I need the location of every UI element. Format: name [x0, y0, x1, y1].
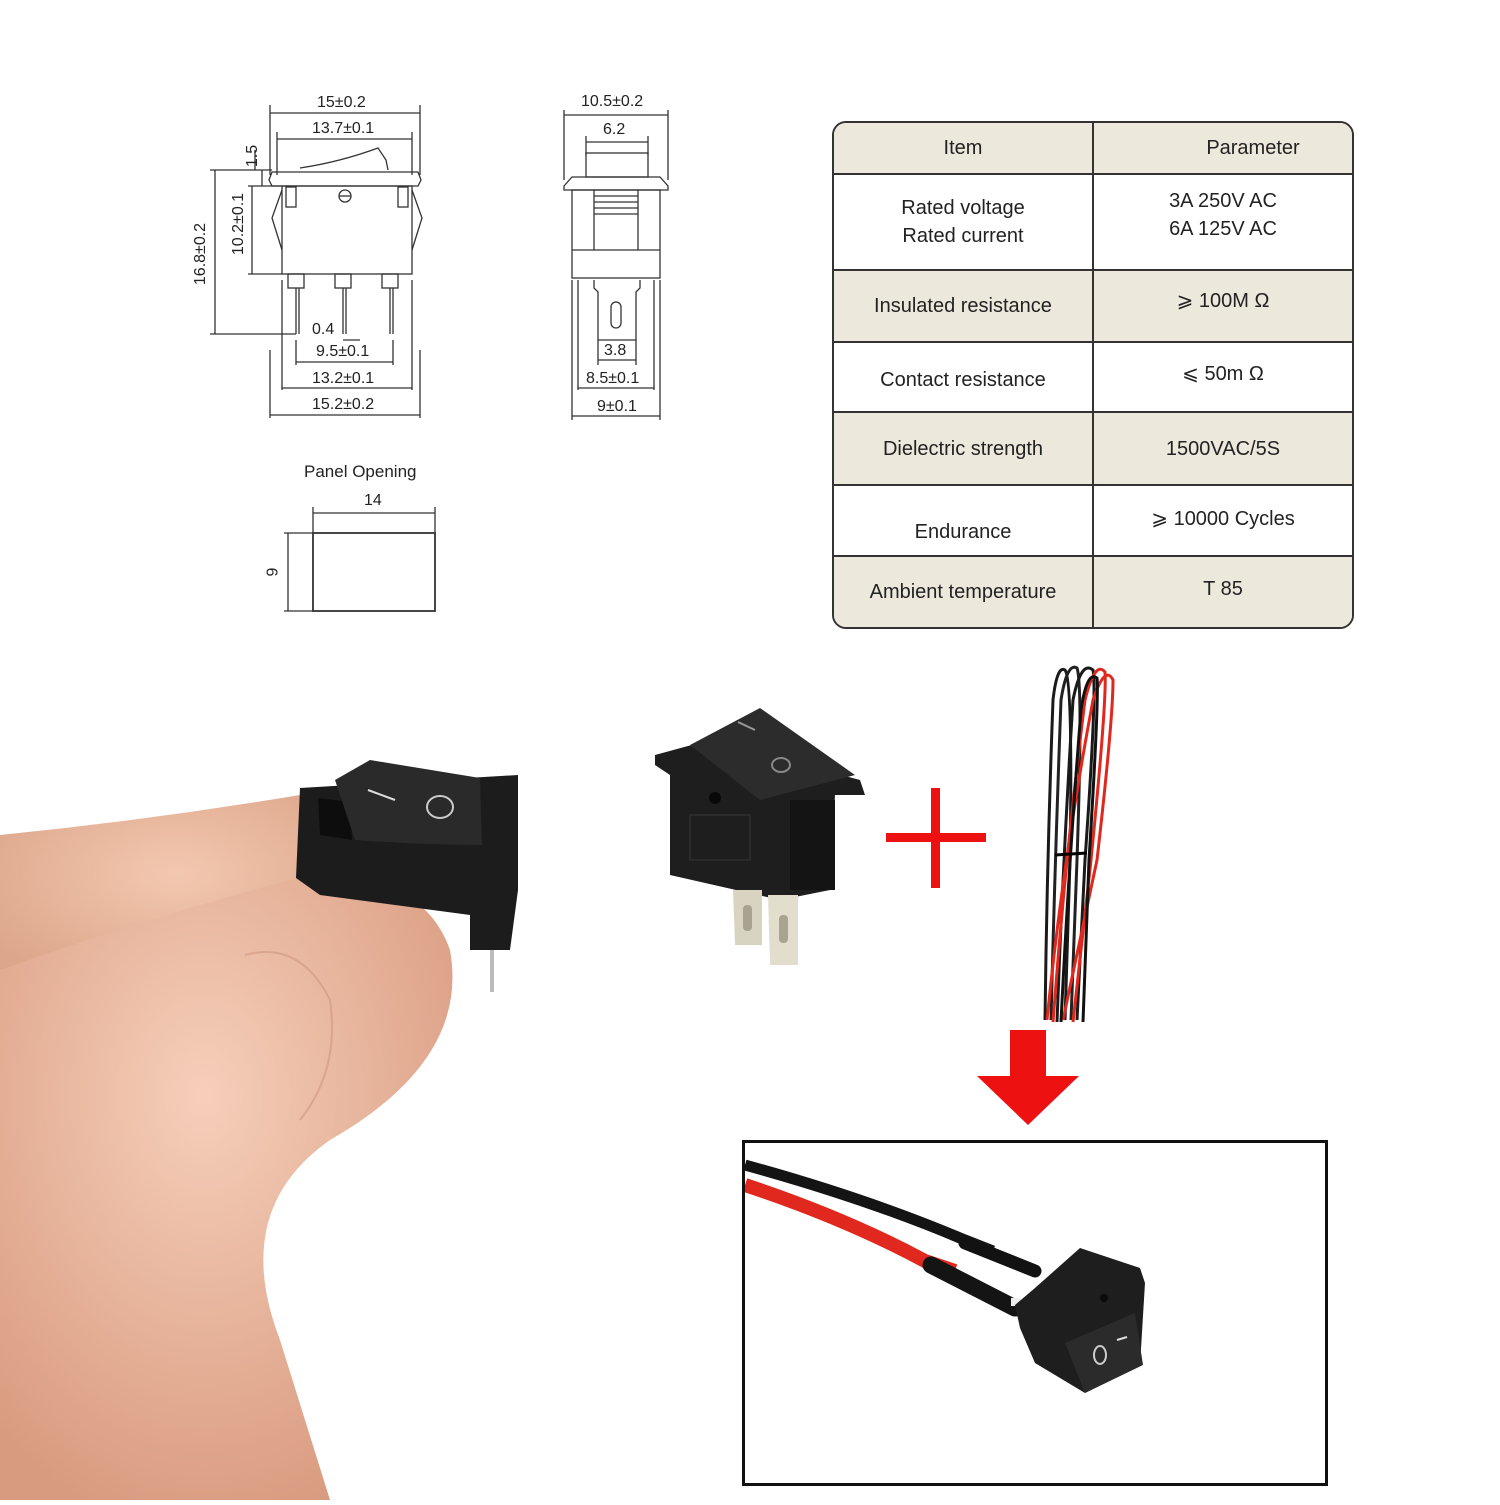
item-ambient-temperature: Ambient temperature — [834, 557, 1094, 627]
table-row: Insulated resistance ⩾ 100M Ω — [834, 271, 1352, 343]
side-dim-bottom-width: 9±0.1 — [597, 398, 637, 415]
row-item-rated: Rated voltage Rated current — [834, 175, 1094, 269]
item-rated-voltage: Rated voltage — [901, 197, 1025, 219]
dim-body-height: 10.2±0.1 — [230, 192, 248, 256]
side-dim-rocker-width: 6.2 — [603, 121, 626, 138]
param-dielectric-strength: 1500VAC/5S — [1165, 437, 1281, 460]
on-mark-icon — [367, 789, 396, 801]
side-view-outline — [563, 110, 669, 420]
item-endurance: Endurance — [834, 486, 1094, 555]
plus-icon — [886, 788, 986, 888]
table-row: Rated voltage Rated current 3A 250V AC 6… — [834, 175, 1352, 271]
wired-switch-illustration — [742, 1159, 1145, 1393]
side-dim-body-width: 8.5±0.1 — [586, 370, 640, 387]
side-dim-terminal-width: 3.8 — [604, 342, 627, 359]
hand-illustration — [0, 760, 518, 1500]
param-insulated-resistance: ⩾ 100M Ω — [1176, 290, 1270, 312]
side-dim-overall-width: 10.5±0.2 — [581, 93, 644, 110]
wire-bundle-photo — [1035, 660, 1125, 1030]
header-parameter: Parameter — [1206, 137, 1300, 159]
item-insulated-resistance: Insulated resistance — [834, 271, 1094, 341]
front-view-drawing: 15±0.2 13.7±0.1 1.5 10.2±0.1 16.8±0.2 0.… — [190, 90, 440, 420]
dim-top-width: 13.7±0.1 — [312, 120, 375, 137]
panel-opening-width: 14 — [364, 492, 382, 509]
off-mark-icon — [426, 795, 454, 819]
hand-holding-switch-photo — [0, 740, 540, 1500]
panel-opening-height: 9 — [264, 567, 282, 577]
front-view-outline — [210, 105, 423, 418]
dim-bottom-width: 15.2±0.2 — [312, 396, 375, 413]
item-dielectric-strength: Dielectric strength — [834, 413, 1094, 484]
param-ambient-temperature: T 85 — [1203, 578, 1243, 600]
panel-opening-outline — [284, 507, 436, 612]
panel-opening-title: Panel Opening — [304, 462, 417, 481]
side-view-drawing: 10.5±0.2 6.2 3.8 8.5±0.1 9±0.1 — [550, 90, 680, 420]
wired-switch-photo — [742, 1140, 1328, 1486]
param-rated-current: 6A 125V AC — [1169, 218, 1277, 240]
table-row: Contact resistance ⩽ 50m Ω — [834, 343, 1352, 413]
dim-overall-width: 15±0.2 — [317, 94, 366, 111]
param-endurance: ⩾ 10000 Cycles — [1151, 507, 1295, 530]
spec-table-header: Item Parameter — [834, 123, 1352, 175]
wire-bundle-illustration — [1043, 665, 1115, 1023]
item-contact-resistance: Contact resistance — [834, 343, 1094, 411]
rocker-switch-photo — [650, 700, 870, 970]
dim-rocker-height: 1.5 — [244, 144, 262, 168]
item-rated-current: Rated current — [902, 225, 1024, 247]
dim-pin-thickness: 0.4 — [312, 321, 335, 338]
row-param-rated: 3A 250V AC 6A 125V AC — [1094, 175, 1352, 269]
rocker-switch-illustration — [655, 708, 865, 965]
param-rated-voltage: 3A 250V AC — [1169, 190, 1277, 212]
param-contact-resistance: ⩽ 50m Ω — [1182, 363, 1264, 385]
dim-body-width: 13.2±0.1 — [312, 370, 375, 387]
table-row: Ambient temperature T 85 — [834, 557, 1352, 627]
header-item: Item — [834, 123, 1094, 173]
panel-opening-drawing: Panel Opening 14 9 — [260, 455, 460, 625]
table-row: Endurance ⩾ 10000 Cycles — [834, 486, 1352, 557]
dim-pin-spacing: 9.5±0.1 — [316, 343, 370, 360]
table-row: Dielectric strength 1500VAC/5S — [834, 413, 1352, 486]
spec-table: Item Parameter Rated voltage Rated curre… — [832, 121, 1354, 629]
dim-total-height: 16.8±0.2 — [192, 222, 210, 286]
down-arrow-icon — [976, 1030, 1080, 1126]
